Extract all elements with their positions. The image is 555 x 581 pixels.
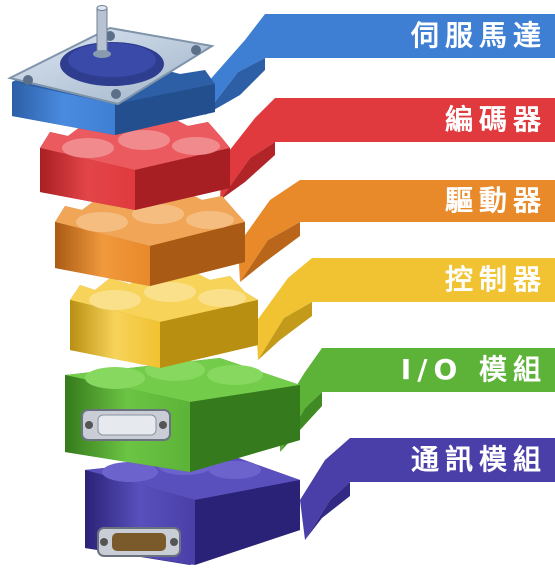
- block-io-module: [65, 358, 300, 472]
- label-servo-motor: 伺服馬達: [410, 19, 547, 52]
- ribbon-driver: [238, 180, 555, 282]
- block-controller: [70, 270, 258, 368]
- label-encoder: 編碼器: [444, 103, 547, 136]
- ribbon-controller: [256, 258, 555, 360]
- ribbon-encoder: [220, 98, 555, 200]
- db9-connector-icon: [97, 527, 181, 557]
- motor-flange: [7, 26, 215, 106]
- block-comm-module: [85, 455, 300, 565]
- label-io-module: I/O 模組: [400, 353, 547, 386]
- ribbon-servo-motor: [205, 14, 555, 115]
- ribbon-comm-module: [300, 438, 555, 540]
- label-comm-module: 通訊模組: [410, 443, 547, 476]
- block-driver: [55, 190, 245, 286]
- db15-connector-icon: [81, 409, 171, 441]
- block-servo-motor: [7, 5, 215, 135]
- label-driver: 驅動器: [444, 184, 547, 217]
- motor-shaft: [93, 5, 111, 58]
- label-controller: 控制器: [444, 263, 547, 296]
